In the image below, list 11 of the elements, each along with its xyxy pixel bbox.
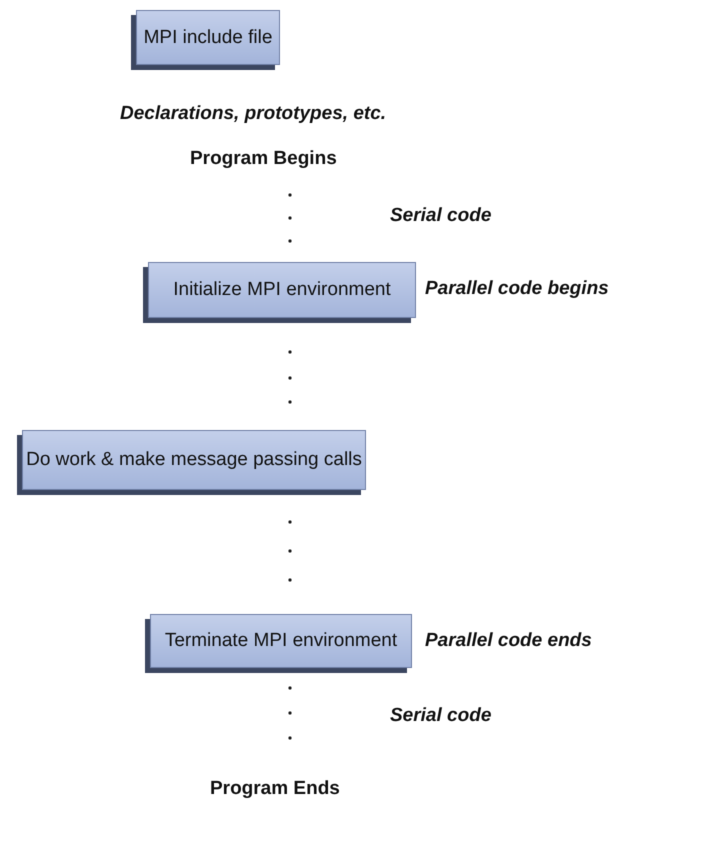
stage-text: Program Begins — [190, 148, 337, 170]
section-note: Serial code — [390, 205, 492, 227]
box-label: Terminate MPI environment — [164, 630, 398, 652]
section-note: Parallel code ends — [425, 630, 592, 652]
box-label: MPI include file — [144, 26, 272, 48]
box-label: Initialize MPI environment — [173, 279, 391, 301]
description-text: Declarations, prototypes, etc. — [120, 103, 386, 125]
section-note: Parallel code begins — [425, 278, 609, 300]
section-note: Serial code — [390, 705, 492, 727]
stage-text: Program Ends — [210, 778, 340, 800]
box-label: Do work & make message passing calls — [26, 449, 362, 471]
